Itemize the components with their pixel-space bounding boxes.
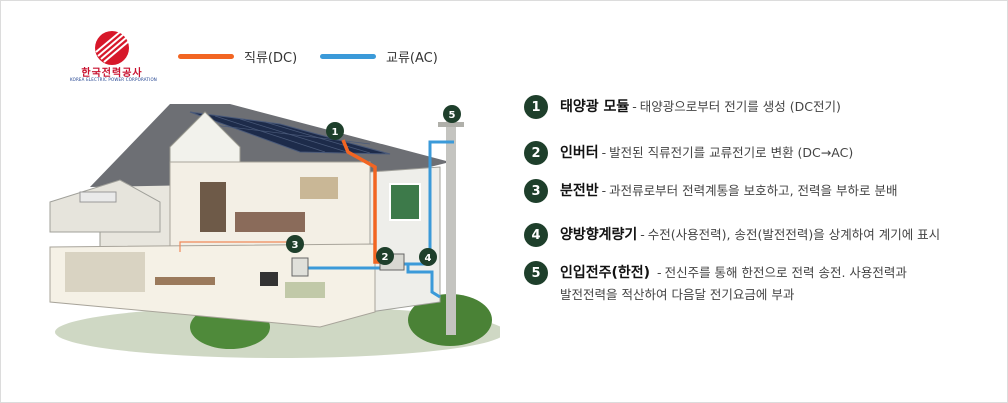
item-5-desc-line2: 발전전력을 적산하여 다음달 전기요금에 부과 — [560, 287, 795, 302]
item-3-sep: - — [601, 183, 607, 198]
kitchen — [65, 252, 145, 292]
legend-ac-label: 교류(AC) — [386, 50, 438, 66]
item-distribution-panel: 3 분전반-과전류로부터 전력계통을 보호하고, 전력을 부하로 분배 — [524, 179, 898, 203]
marker-2-label: 2 — [382, 252, 389, 263]
kepco-logo-icon — [95, 31, 130, 65]
air-conditioner — [79, 191, 117, 203]
item-3-title: 분전반 — [560, 183, 599, 199]
ground — [55, 306, 500, 358]
upper-door — [200, 182, 226, 232]
item-2-desc: 발전된 직류전기를 교류전기로 변환 (DC→AC) — [609, 145, 854, 160]
item-5-title: 인입전주(한전) — [560, 265, 651, 281]
item-5-sep: - — [653, 265, 662, 280]
item-solar-module: 1 태양광 모듈-태양광으로부터 전기를 생성 (DC전기) — [524, 95, 841, 119]
marker-4: 4 — [419, 248, 437, 266]
panel-box — [291, 257, 309, 277]
dining-table — [155, 277, 215, 285]
item-3-desc: 과전류로부터 전력계통을 보호하고, 전력을 부하로 분배 — [609, 183, 898, 198]
item-inverter: 2 인버터-발전된 직류전기를 교류전기로 변환 (DC→AC) — [524, 141, 853, 165]
sofa — [285, 282, 325, 298]
marker-2: 2 — [376, 247, 394, 265]
tv — [260, 272, 278, 286]
item-bidirectional-meter: 4 양방향계량기-수전(사용전력), 송전(발전전력)을 상계하여 계기에 표시 — [524, 223, 940, 247]
marker-1-label: 1 — [332, 127, 339, 138]
item-1-desc: 태양광으로부터 전기를 생성 (DC전기) — [639, 99, 841, 114]
upper-picture — [300, 177, 338, 199]
marker-1: 1 — [326, 122, 344, 140]
utility-pole — [446, 120, 456, 335]
logo-name: 한국전력공사 — [81, 68, 143, 79]
legend-dc-label: 직류(DC) — [244, 50, 298, 66]
item-3-number: 3 — [524, 179, 548, 203]
marker-5: 5 — [443, 105, 461, 123]
interior-wiring — [179, 241, 295, 252]
side-porch — [49, 179, 161, 233]
pole-crossarm — [438, 122, 464, 127]
solar-panel — [189, 111, 391, 155]
item-2-number: 2 — [524, 141, 548, 165]
item-4-title: 양방향계량기 — [560, 227, 638, 243]
item-2-sep: - — [601, 145, 607, 160]
item-4-sep: - — [640, 227, 645, 242]
item-5-desc: 전신주를 통해 한전으로 전력 송전. 사용전력과 — [664, 265, 907, 280]
item-4-desc: 수전(사용전력), 송전(발전전력)을 상계하여 계기에 표시 — [647, 227, 941, 242]
legend-ac: 교류(AC) — [320, 46, 438, 66]
ac-line-meter — [406, 264, 441, 299]
marker-3-label: 3 — [292, 240, 299, 251]
item-1-number: 1 — [524, 95, 548, 119]
marker-4-label: 4 — [425, 253, 432, 264]
marker-3: 3 — [286, 235, 304, 253]
item-4-number: 4 — [524, 223, 548, 247]
item-service-pole: 5 인입전주(한전) -전신주를 통해 한전으로 전력 송전. 사용전력과 발전… — [524, 261, 907, 306]
item-1-sep: - — [632, 99, 637, 114]
legend-ac-swatch — [320, 53, 376, 59]
logo-subtitle: KOREA ELECTRIC POWER CORPORATION — [70, 77, 157, 82]
item-1-title: 태양광 모듈 — [560, 99, 630, 115]
marker-5-label: 5 — [449, 110, 456, 121]
bed — [235, 212, 305, 232]
item-2-title: 인버터 — [560, 145, 599, 161]
legend-dc: 직류(DC) — [178, 46, 297, 66]
house-illustration: 1 2 3 4 5 — [49, 104, 500, 358]
legend-dc-swatch — [178, 53, 234, 59]
window — [389, 183, 421, 221]
item-5-number: 5 — [524, 261, 548, 285]
